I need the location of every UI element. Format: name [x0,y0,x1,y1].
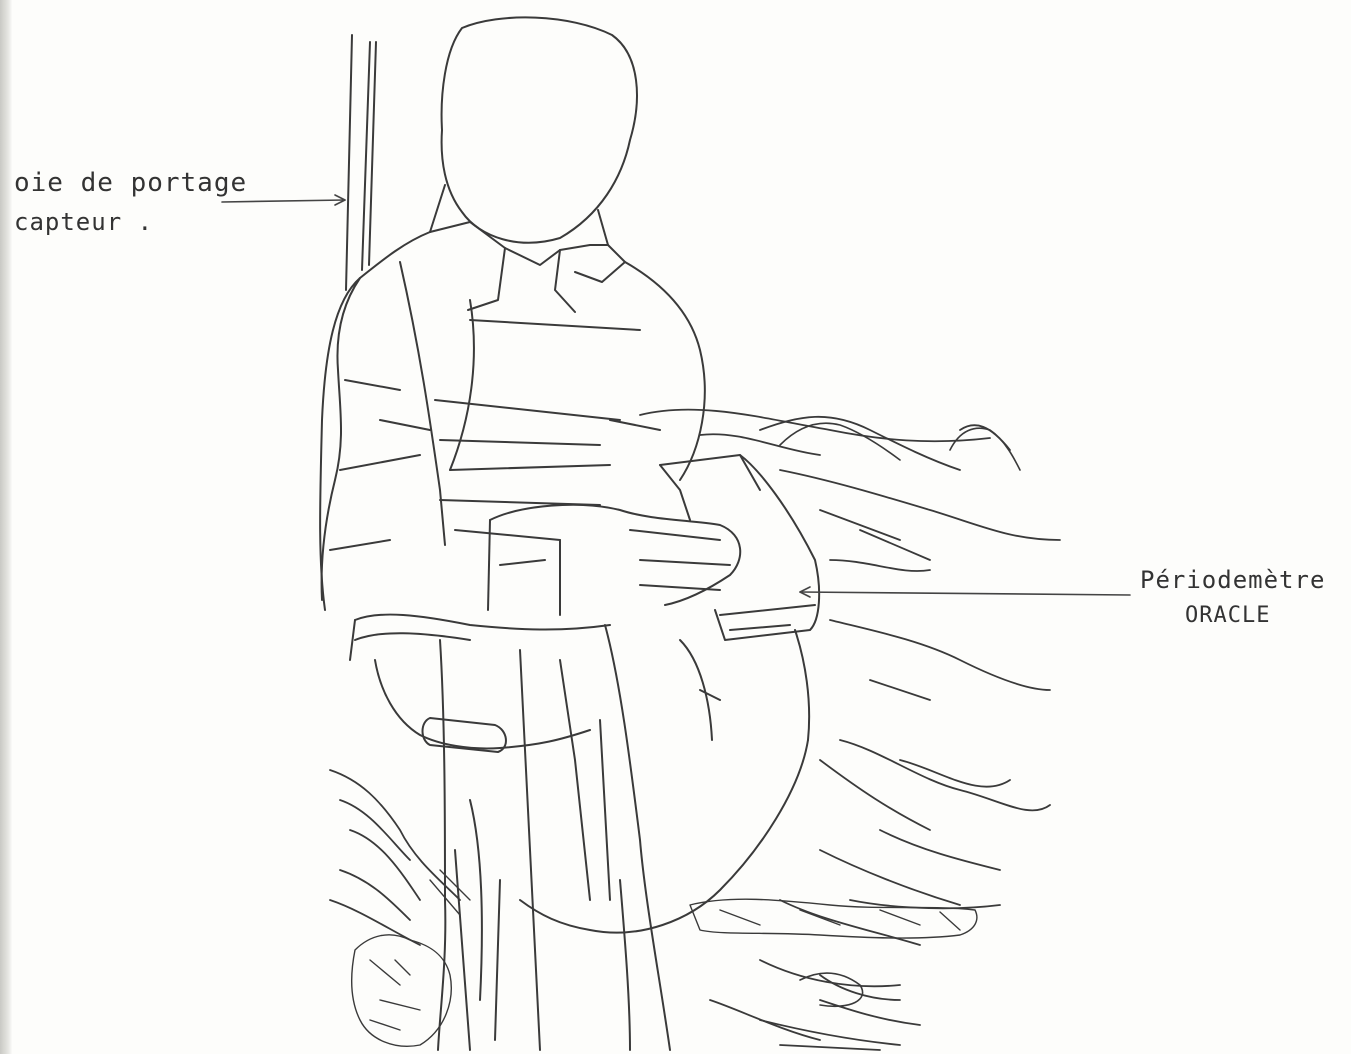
figure-hands [488,505,740,615]
sensor-pole [346,35,376,290]
figure-collar [430,222,625,312]
annotation-arrows [222,195,1130,597]
pole-pointer-line [222,200,345,202]
background-rocks [780,423,1020,1006]
pole-label-line2: capteur . [14,210,153,234]
figure-head [430,17,637,245]
device-label-line2: ORACLE [1185,605,1270,627]
device-pointer-line [800,592,1130,595]
figure-legs [438,625,720,1050]
device-label-line1: Périodemètre [1140,568,1325,592]
pole-label-line1: oie de portage [14,170,247,196]
background-water [330,410,1060,1050]
figure-torso [320,232,705,610]
